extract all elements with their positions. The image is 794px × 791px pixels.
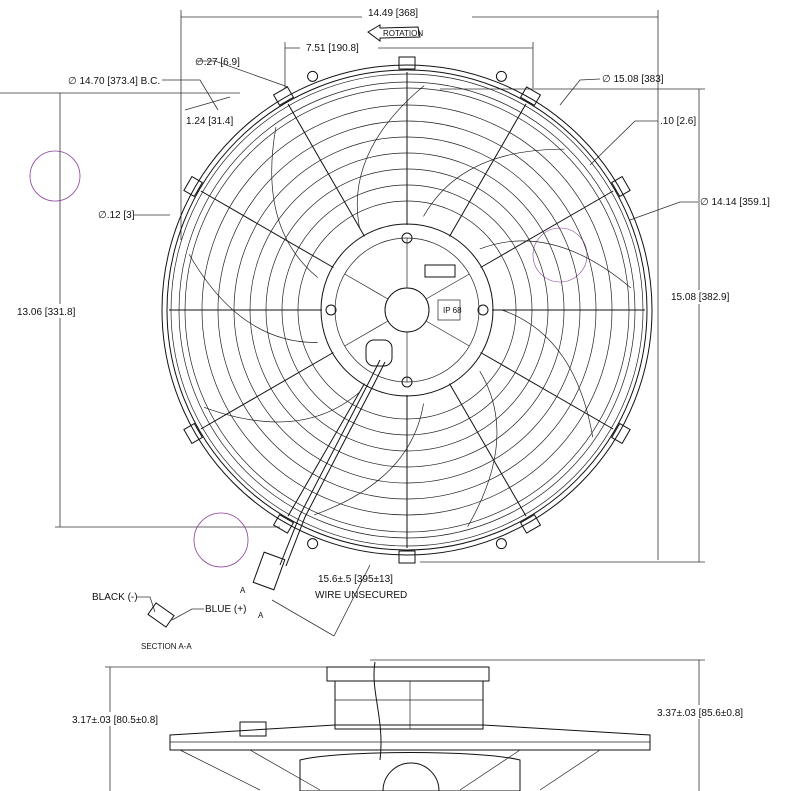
- section-marker-a2: A: [258, 611, 264, 620]
- height-dimension-left: 13.06 [331.8]: [16, 93, 280, 528]
- wire-note-label: WIRE UNSECURED: [315, 590, 407, 601]
- fan-blade: [467, 370, 498, 527]
- motor-bolt: [401, 376, 413, 388]
- connector: [252, 551, 286, 591]
- height-dimension-right: 15.08 [382.9]: [420, 88, 748, 563]
- fan-blade: [204, 392, 360, 423]
- markup-circle: [532, 227, 588, 283]
- motor-bolt: [325, 304, 337, 316]
- wire-harness: A A: [240, 359, 386, 637]
- fan-blade: [314, 403, 424, 516]
- section-marker-a1: A: [240, 586, 246, 595]
- wire-length-label: 15.6±.5 [395±13]: [318, 574, 393, 585]
- connector-section: [147, 602, 175, 628]
- blue-wire-label: BLUE (+): [205, 604, 246, 615]
- side-depth-left-label: 3.17±.03 [80.5±0.8]: [72, 715, 158, 726]
- grille-spoke: [287, 383, 365, 517]
- fan-blade: [479, 240, 632, 289]
- fan-blade: [271, 127, 318, 278]
- mounting-hole: [307, 538, 319, 550]
- shroud-ring: [166, 69, 648, 551]
- mounting-tab: [519, 86, 542, 106]
- fan-blade: [188, 253, 318, 343]
- grille-spoke: [480, 352, 614, 430]
- markup-circle: [29, 150, 81, 202]
- mounting-tab: [519, 514, 542, 534]
- section-label: SECTION A-A: [141, 642, 192, 651]
- hole-dia-label: ∅.27 [6.9]: [195, 57, 240, 68]
- fan-front-view: [161, 56, 653, 564]
- motor-rib: [344, 320, 389, 347]
- mounting-tab: [398, 56, 416, 70]
- rating-plate: [437, 299, 461, 321]
- mounting-hole: [307, 70, 319, 82]
- mounting-tab: [183, 422, 203, 445]
- motor-bolt: [401, 232, 413, 244]
- side-depth-right-label: 3.37±.03 [85.6±0.8]: [657, 708, 743, 719]
- motor-hub: [384, 287, 430, 333]
- motor-label-plate: [424, 264, 456, 278]
- mounting-tab: [398, 550, 416, 564]
- grille-spoke: [480, 190, 614, 268]
- mount-spacing-label: 7.51 [190.8]: [306, 43, 359, 54]
- overall-width-label: 14.49 [368]: [368, 8, 418, 19]
- black-wire-label: BLACK (-): [92, 592, 138, 603]
- bolt-circle-label: ∅ 14.70 [373.4] B.C.: [68, 76, 160, 87]
- shroud-ring: [161, 64, 653, 556]
- mounting-tab: [611, 422, 631, 445]
- tab-width-label: 1.24 [31.4]: [186, 116, 233, 127]
- grille-spoke: [200, 190, 334, 268]
- rotation-arrow-icon: ROTATION: [367, 24, 423, 42]
- mounting-tab: [272, 86, 295, 106]
- mounting-tab: [611, 175, 631, 198]
- fan-blade: [356, 85, 425, 228]
- motor-rib: [425, 273, 470, 300]
- grille-spoke: [449, 103, 527, 237]
- fan-side-view: 3.17±.03 [80.5±0.8] 3.37±.03 [85.6±0.8]: [70, 659, 745, 791]
- markup-circle: [193, 512, 249, 568]
- shroud-dia-label: ∅ 14.14 [359.1]: [700, 197, 770, 208]
- grille-ring: [297, 200, 517, 420]
- grille-spoke: [449, 383, 527, 517]
- overall-width-dimension: 14.49 [368]: [180, 6, 659, 560]
- grille-spoke: [200, 352, 334, 430]
- gap-label: .10 [2.6]: [660, 116, 696, 127]
- height-right-label: 15.08 [382.9]: [671, 292, 730, 303]
- motor-rib: [425, 320, 470, 347]
- small-hole-label: ∅.12 [3]: [98, 210, 135, 221]
- fan-blade: [423, 148, 565, 217]
- rotation-label: ROTATION: [383, 29, 423, 38]
- outer-dia-label: ∅ 15.08 [383]: [602, 74, 664, 85]
- mounting-hole: [495, 538, 507, 550]
- motor-rib: [344, 273, 389, 300]
- mounting-hole: [495, 70, 507, 82]
- mounting-tab: [272, 514, 295, 534]
- height-left-label: 13.06 [331.8]: [17, 307, 76, 318]
- cable-gland: [365, 339, 393, 367]
- motor-rating-label: IP 68: [443, 306, 462, 315]
- motor-housing: [320, 223, 494, 397]
- mount-spacing-dimension: 7.51 [190.8]: [284, 41, 534, 88]
- motor-bolt: [477, 304, 489, 316]
- grille-spoke: [287, 103, 365, 237]
- mounting-tab: [183, 175, 203, 198]
